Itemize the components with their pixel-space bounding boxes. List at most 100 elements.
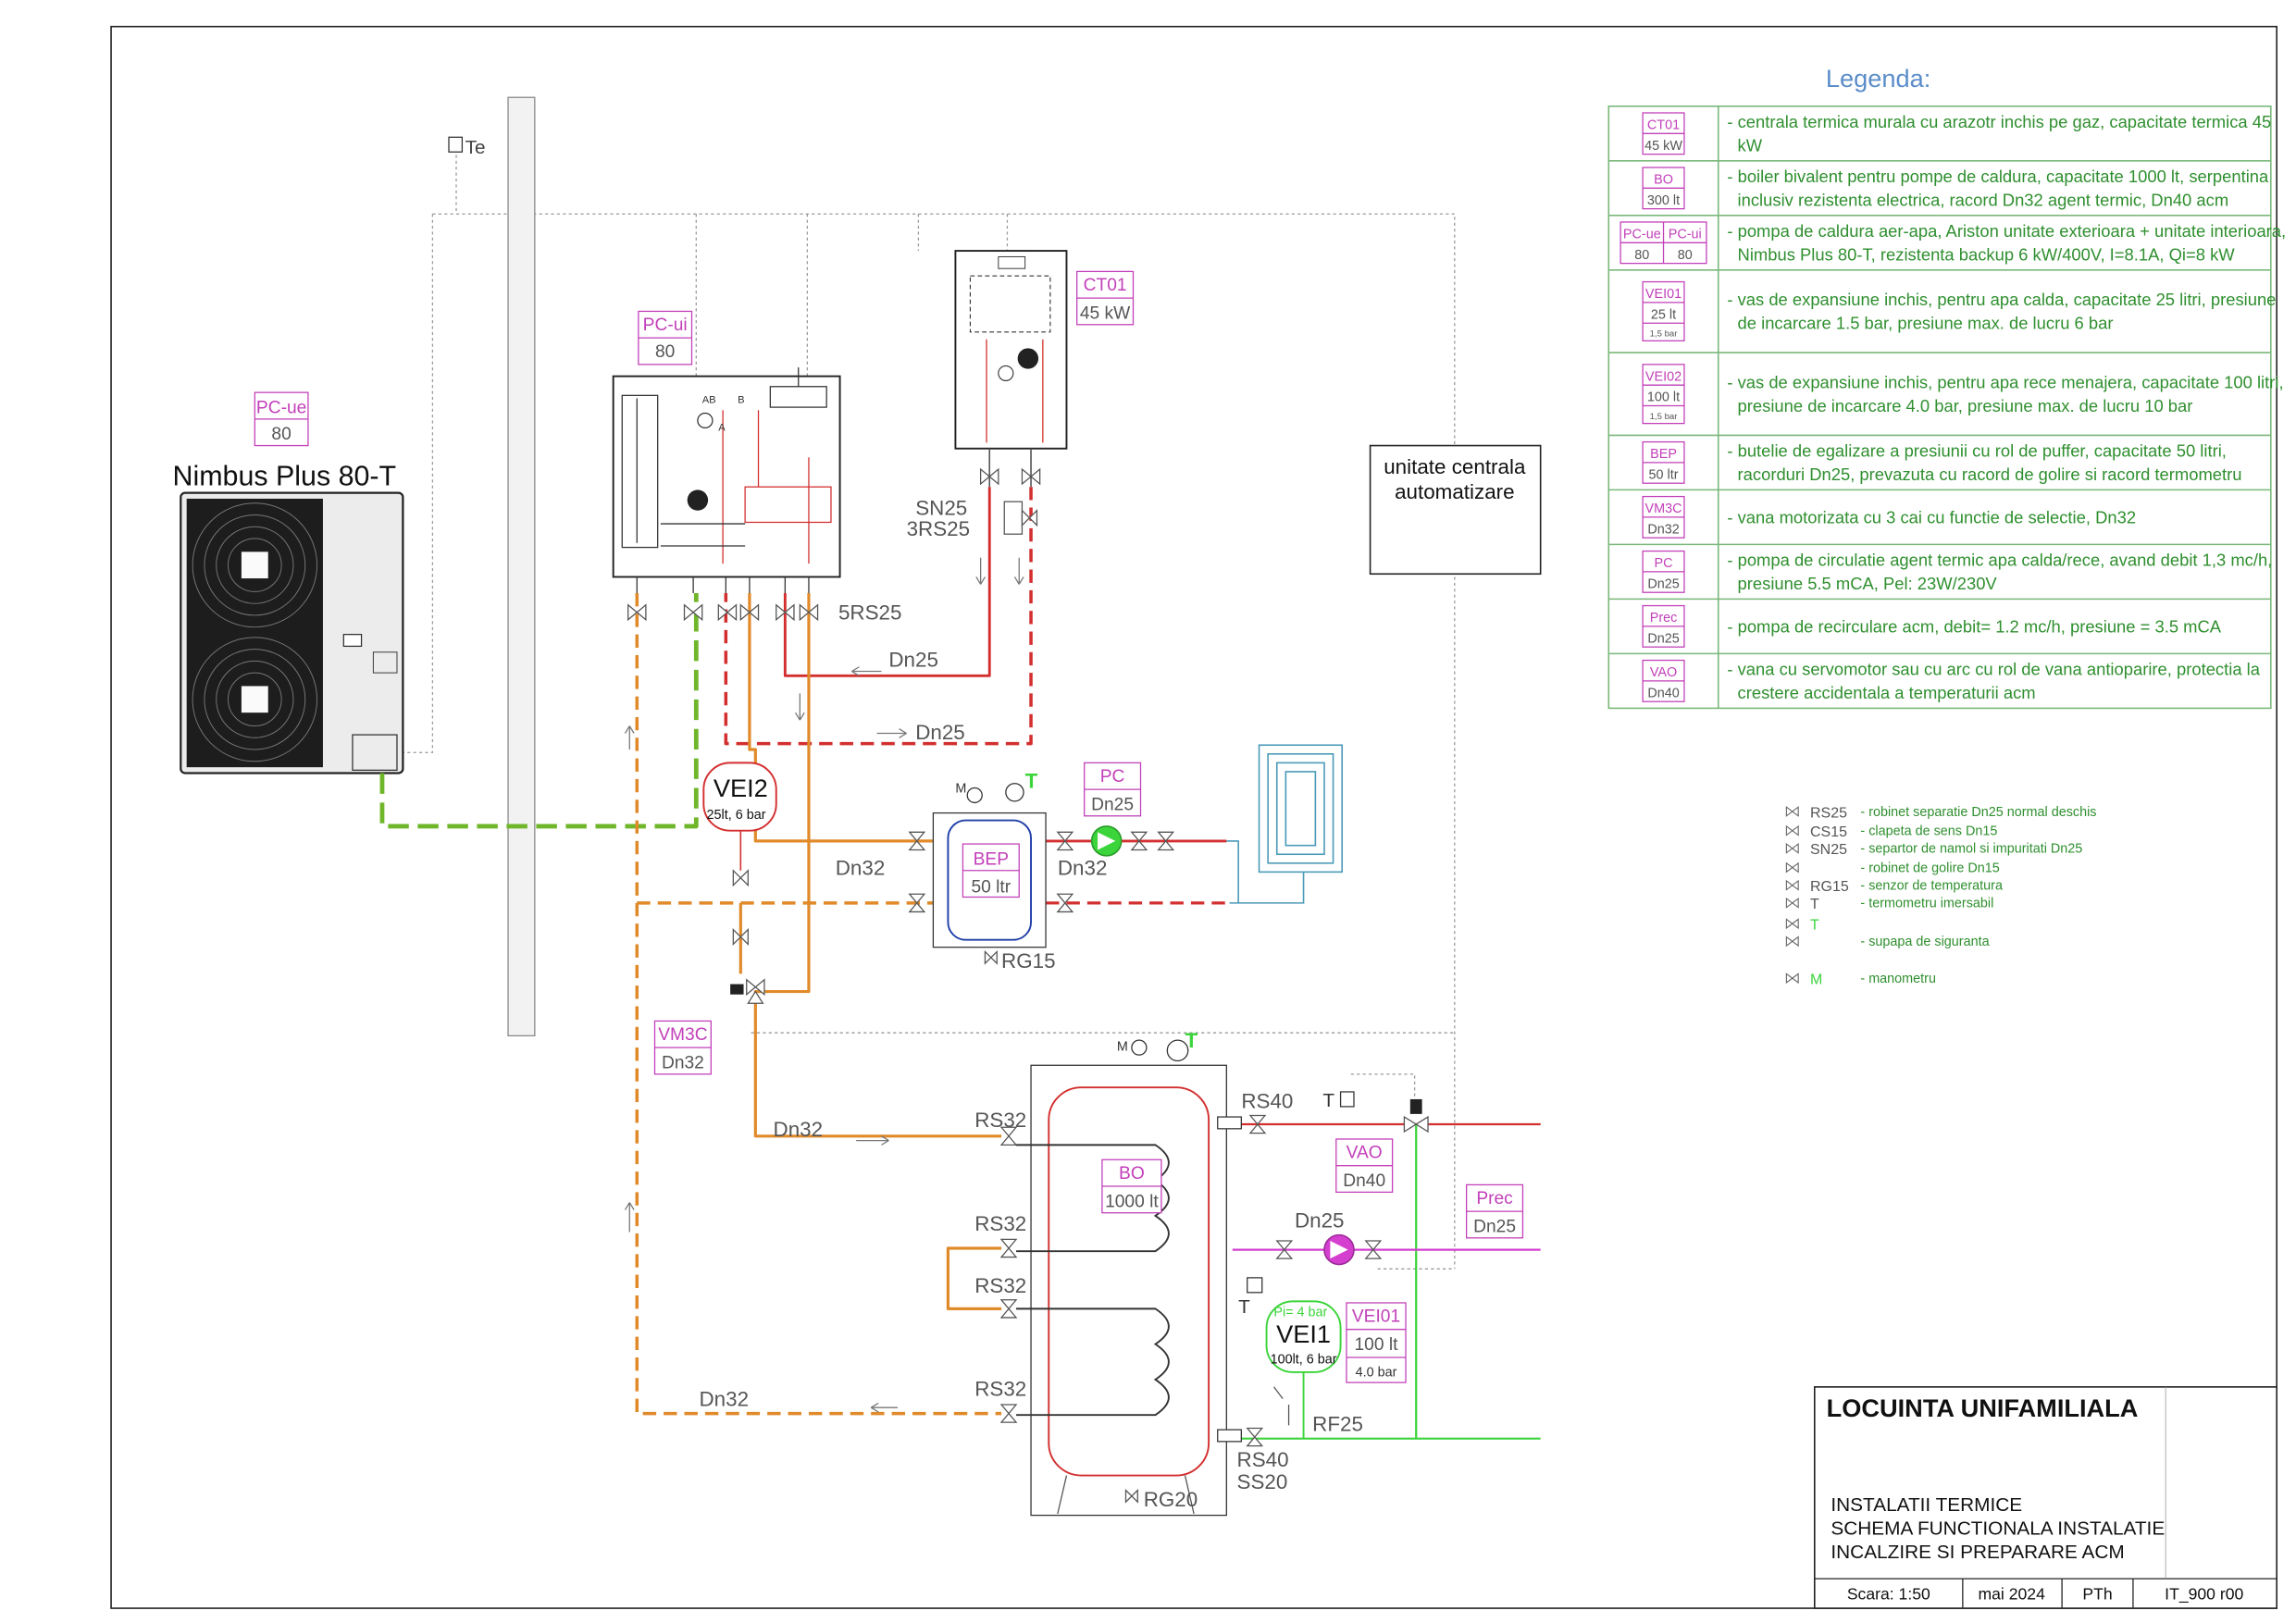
legend-description: inclusiv rezistenta electrica, racord Dn… [1738, 190, 2229, 209]
legend-tag-sub: Dn25 [1647, 576, 1679, 591]
bo-sub: 1000 lt [1105, 1192, 1159, 1211]
symbol-description: - robinet separatie Dn25 normal deschis [1860, 805, 2096, 820]
outdoor-unit-sub: 80 [271, 425, 291, 444]
valve-port-ab: AB [702, 394, 716, 405]
symbol-code: M [1810, 973, 1822, 988]
dn32-label-d: Dn32 [700, 1388, 750, 1411]
outdoor-sensor-label: Te [465, 137, 486, 158]
valve-port-a: A [718, 423, 726, 434]
legend-tag-text: 80 [1678, 248, 1693, 263]
rs40-label-a: RS40 [1241, 1090, 1293, 1113]
symbol-code: SN25 [1810, 842, 1847, 858]
dn32-label-b: Dn32 [1058, 857, 1108, 880]
symbol-code: T [1810, 897, 1819, 912]
legend-description: - pompa de recirculare acm, debit= 1.2 m… [1727, 616, 2221, 636]
legend-tag-code: BO [1654, 173, 1673, 188]
rs32-label-a: RS32 [974, 1109, 1026, 1132]
boiler-sub: 45 kW [1080, 304, 1131, 323]
legend-tag-sub: Dn40 [1647, 686, 1679, 700]
legend-tag-sub: 300 lt [1647, 193, 1680, 208]
sludge-separator [1003, 501, 1038, 535]
legend-tag-text: 80 [1634, 248, 1649, 263]
control-wiring [388, 155, 1456, 1270]
dn25-label-a: Dn25 [888, 649, 938, 672]
flow-arrows [624, 557, 1024, 1413]
symbol-icon [1785, 806, 1799, 817]
bo-tag: BO [1119, 1164, 1145, 1183]
isolation-valves [627, 467, 1383, 1447]
legend-tag-text: PC-ui [1669, 228, 1702, 242]
title-code: IT_900 r00 [2165, 1585, 2243, 1604]
valve-port-b: B [738, 394, 744, 405]
rs32-label-d: RS32 [974, 1377, 1026, 1400]
legend-tag-code: VAO [1650, 665, 1677, 680]
dn25-label-c: Dn25 [1295, 1209, 1345, 1233]
wall-strip [507, 96, 536, 1037]
legend-tag-text: PC-ue [1623, 228, 1661, 242]
legend-description: Nimbus Plus 80-T, rezistenta backup 6 kW… [1738, 244, 2236, 264]
vei01-tag: VEI01 [1352, 1307, 1400, 1327]
recirculation-pump: Prec Dn25 [1323, 1183, 1524, 1266]
vm3c-tag: VM3C [658, 1025, 707, 1045]
bep-manometer: M [955, 781, 966, 796]
legend-tag-pressure: 1,5 bar [1650, 412, 1679, 422]
legend-description: presiune de incarcare 4.0 bar, presiune … [1738, 396, 2193, 415]
vei1-sub: 100lt, 6 bar [1271, 1352, 1337, 1367]
rf25-label: RF25 [1312, 1413, 1363, 1436]
symbol-code: CS15 [1810, 824, 1847, 840]
rs32-label-b: RS32 [974, 1212, 1026, 1235]
vei1-pi: Pi= 4 bar [1273, 1305, 1327, 1319]
indoor-unit-sub: 80 [655, 342, 675, 362]
symbol-code: RS25 [1810, 805, 1847, 821]
symbol-icon [1785, 897, 1799, 909]
anti-scald-valve: VAO Dn40 [1335, 1098, 1429, 1194]
bep-thermometer: T [1025, 770, 1038, 793]
legend-description: - boiler bivalent pentru pompe de caldur… [1727, 167, 2269, 186]
vei01-sub: 100 lt [1355, 1335, 1399, 1355]
dhw-tank: BO 1000 lt M T [1016, 1029, 1242, 1517]
legend-description: - vas de expansiune inchis, pentru apa c… [1727, 290, 2276, 309]
legend-description: presiune 5.5 mCA, Pel: 23W/230V [1738, 574, 1998, 593]
legend-tag-code: BEP [1650, 447, 1677, 462]
legend-description: kW [1738, 135, 1763, 155]
automation-unit: unitate centrala automatizare [1369, 444, 1542, 576]
legend-tag-sub: 25 lt [1651, 307, 1676, 322]
rg15-label: RG15 [1001, 949, 1056, 973]
outdoor-sensor: Te [448, 136, 486, 158]
title-line-1: INSTALATII TERMICE [1831, 1494, 2022, 1516]
symbol-description: - termometru imersabil [1860, 897, 1993, 911]
symbol-icon [1785, 918, 1799, 930]
vei2-tag: VEI2 [714, 774, 768, 802]
indoor-unit: PC-ui 80 AB B A [612, 310, 841, 594]
dn32-label-a: Dn32 [836, 857, 886, 880]
legend-description: - vas de expansiune inchis, pentru apa r… [1727, 372, 2283, 391]
legend-description: - pompa de caldura aer-apa, Ariston unit… [1727, 221, 2286, 241]
buffer-tank-bep: BEP 50 ltr M T RG15 [932, 770, 1056, 973]
rg20-label: RG20 [1144, 1488, 1198, 1511]
legend-title: Legenda: [1826, 64, 1930, 93]
bep-tag: BEP [974, 849, 1009, 869]
sheet-frame [110, 25, 2277, 1609]
outdoor-unit: PC-ue 80 Nimbus Plus 80-T [173, 391, 404, 774]
title-line-3: INCALZIRE SI PREPARARE ACM [1831, 1542, 2124, 1563]
vei2-sub: 25lt, 6 bar [707, 808, 766, 823]
legend-description: - butelie de egalizare a presiunii cu ro… [1727, 441, 2227, 461]
symbol-description: - robinet de golire Dn15 [1860, 861, 1999, 875]
automation-line2: automatizare [1395, 480, 1515, 503]
legend-tag-code: Prec [1650, 611, 1678, 626]
rs5-label: 5RS25 [838, 601, 902, 625]
prec-sub: Dn25 [1473, 1217, 1516, 1236]
pc-tag: PC [1100, 767, 1125, 787]
rs3-label: 3RS25 [907, 517, 971, 540]
vao-tag: VAO [1347, 1144, 1383, 1163]
boiler-tag: CT01 [1084, 276, 1127, 295]
piping [379, 448, 1541, 1440]
symbol-icon [1785, 973, 1799, 985]
prec-tag: Prec [1476, 1189, 1513, 1208]
symbol-icon [1785, 935, 1799, 948]
symbol-icon [1785, 879, 1799, 891]
legend-description: crestere accidentala a temperaturii acm [1738, 683, 2036, 702]
project-title: LOCUINTA UNIFAMILIALA [1827, 1394, 2139, 1422]
rs32-label-c: RS32 [974, 1274, 1026, 1297]
